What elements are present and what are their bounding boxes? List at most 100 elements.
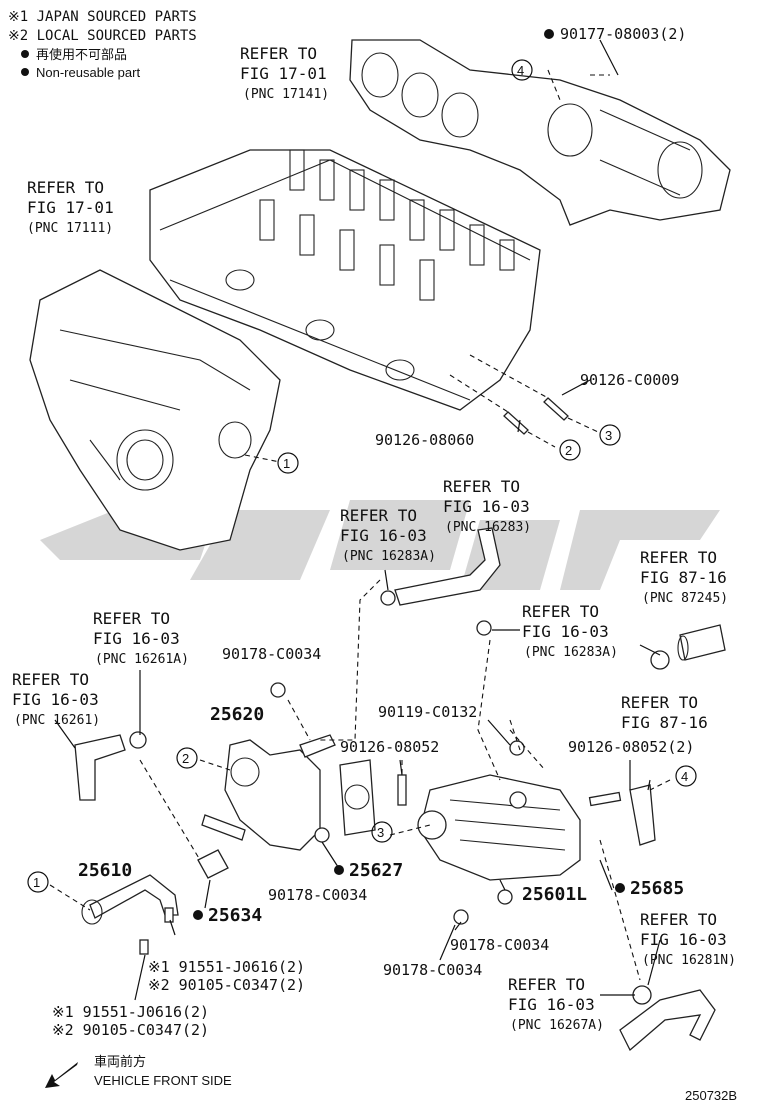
legend-japan: ※1 JAPAN SOURCED PARTS — [8, 9, 197, 25]
callout-circle — [675, 765, 697, 787]
refer-fig-16-03-d[interactable]: REFER TO FIG 16-03 (PNC 16261A) — [93, 609, 189, 667]
stud-drawings — [449, 354, 599, 448]
part-91551-J0616-b[interactable]: ※1 91551-J0616(2) — [52, 1003, 209, 1021]
leader-lines — [49, 39, 671, 1001]
legend-nonreuse-jp: 再使用不可部品 — [36, 47, 127, 62]
svg-text:FIG 87-16: FIG 87-16 — [621, 713, 708, 732]
refer-fig-87-16-a[interactable]: REFER TO FIG 87-16 (PNC 87245) — [640, 548, 728, 606]
nonreuse-dot-icon — [615, 883, 625, 893]
svg-text:(PNC 87245): (PNC 87245) — [642, 591, 728, 606]
svg-text:(PNC 16261A): (PNC 16261A) — [95, 652, 189, 667]
svg-text:FIG 16-03: FIG 16-03 — [12, 690, 99, 709]
refer-fig-87-16-b[interactable]: REFER TO FIG 87-16 — [621, 693, 708, 732]
svg-text:(PNC 17141): (PNC 17141) — [243, 87, 329, 102]
refer-fig-16-03-f[interactable]: REFER TO FIG 16-03 (PNC 16281N) — [640, 910, 736, 968]
refer-fig-17-01-a[interactable]: REFER TO FIG 17-01 (PNC 17141) — [240, 44, 329, 102]
svg-text:REFER TO: REFER TO — [27, 178, 104, 197]
callout-circle — [511, 59, 533, 81]
svg-text:(PNC 16283A): (PNC 16283A) — [524, 645, 618, 660]
svg-text:(PNC 16261): (PNC 16261) — [14, 713, 100, 728]
refer-fig-16-03-a[interactable]: REFER TO FIG 16-03 (PNC 16283) — [443, 477, 531, 535]
nonreuse-dot-icon — [334, 865, 344, 875]
callout-4-top: 4 — [517, 63, 524, 78]
callout-1-top: 1 — [283, 456, 290, 471]
callout-circle — [176, 747, 198, 769]
intake-manifold-drawing — [29, 269, 281, 551]
part-90177-08003[interactable]: 90177-08003(2) — [560, 25, 686, 43]
svg-text:REFER TO: REFER TO — [621, 693, 698, 712]
svg-text:REFER TO: REFER TO — [340, 506, 417, 525]
gasket-small-drawing — [197, 849, 229, 879]
studs-cooler — [397, 760, 407, 806]
part-25634[interactable]: 25634 — [208, 905, 262, 926]
svg-text:(PNC 16281N): (PNC 16281N) — [642, 953, 736, 968]
svg-text:REFER TO: REFER TO — [508, 975, 585, 994]
part-91551-J0616-a[interactable]: ※1 91551-J0616(2) — [148, 958, 305, 976]
part-90126-08052-2[interactable]: 90126-08052(2) — [568, 738, 694, 756]
callout-circle — [559, 439, 581, 461]
part-90178-C0034-a[interactable]: 90178-C0034 — [222, 645, 321, 663]
part-90178-C0034-d[interactable]: 90178-C0034 — [383, 961, 482, 979]
part-25685[interactable]: 25685 — [630, 878, 684, 899]
callout-2-bottom: 2 — [182, 751, 189, 766]
part-25610[interactable]: 25610 — [78, 860, 132, 881]
callout-circle — [27, 871, 49, 893]
svg-text:REFER TO: REFER TO — [640, 910, 717, 929]
part-90105-C0347-a[interactable]: ※2 90105-C0347(2) — [148, 976, 305, 994]
gasket-25685-drawing — [588, 784, 656, 846]
nonreuse-dot-icon — [193, 910, 203, 920]
refer-blocks: REFER TO FIG 17-01 (PNC 17141) REFER TO … — [12, 44, 736, 1033]
legend-nonreuse-en: Non-reusable part — [36, 65, 140, 80]
svg-text:REFER TO: REFER TO — [93, 609, 170, 628]
part-25627[interactable]: 25627 — [349, 860, 403, 881]
refer-fig-16-03-b[interactable]: REFER TO FIG 16-03 (PNC 16283A) — [340, 506, 436, 564]
nonreuse-dot-icon — [21, 68, 29, 76]
legend: ※1 JAPAN SOURCED PARTS ※2 LOCAL SOURCED … — [8, 9, 197, 80]
exhaust-manifold-drawing — [349, 39, 731, 226]
svg-text:FIG 16-03: FIG 16-03 — [443, 497, 530, 516]
callout-circle — [371, 821, 393, 843]
part-25601L[interactable]: 25601L — [522, 884, 587, 905]
part-numbers: 90177-08003(2) 90126-C0009 90126-08060 9… — [52, 25, 694, 1039]
svg-text:REFER TO: REFER TO — [640, 548, 717, 567]
svg-text:REFER TO: REFER TO — [240, 44, 317, 63]
egr-cooler-drawing — [417, 740, 581, 925]
part-25620[interactable]: 25620 — [210, 704, 264, 725]
nonreuse-dot-icon — [544, 29, 554, 39]
svg-text:REFER TO: REFER TO — [12, 670, 89, 689]
hose-drawings — [74, 527, 726, 1052]
svg-text:FIG 16-03: FIG 16-03 — [522, 622, 609, 641]
callout-1-bottom: 1 — [33, 875, 40, 890]
part-90178-C0034-c[interactable]: 90178-C0034 — [450, 936, 549, 954]
front-label-jp: 車両前方 — [94, 1054, 146, 1069]
refer-fig-16-03-g[interactable]: REFER TO FIG 16-03 (PNC 16267A) — [508, 975, 604, 1033]
callout-4-bottom: 4 — [681, 769, 688, 784]
svg-text:REFER TO: REFER TO — [522, 602, 599, 621]
svg-text:(PNC 16283): (PNC 16283) — [445, 520, 531, 535]
svg-text:(PNC 17111): (PNC 17111) — [27, 221, 113, 236]
part-90178-C0034-b[interactable]: 90178-C0034 — [268, 886, 367, 904]
egr-pipe-drawing — [81, 874, 179, 955]
legend-local: ※2 LOCAL SOURCED PARTS — [8, 28, 197, 44]
part-90105-C0347-b[interactable]: ※2 90105-C0347(2) — [52, 1021, 209, 1039]
callout-circle — [277, 452, 299, 474]
part-90119-C0132[interactable]: 90119-C0132 — [378, 703, 477, 721]
figure-code: 250732B — [685, 1088, 737, 1103]
gasket-drawing — [314, 759, 376, 843]
front-label-en: VEHICLE FRONT SIDE — [94, 1073, 232, 1088]
part-90126-08060[interactable]: 90126-08060 — [375, 431, 474, 449]
svg-text:FIG 16-03: FIG 16-03 — [93, 629, 180, 648]
refer-fig-16-03-e[interactable]: REFER TO FIG 16-03 (PNC 16261) — [12, 670, 100, 728]
svg-text:(PNC 16267A): (PNC 16267A) — [510, 1018, 604, 1033]
svg-text:FIG 17-01: FIG 17-01 — [27, 198, 114, 217]
part-90126-08052[interactable]: 90126-08052 — [340, 738, 439, 756]
refer-fig-17-01-b[interactable]: REFER TO FIG 17-01 (PNC 17111) — [27, 178, 114, 236]
svg-text:(PNC 16283A): (PNC 16283A) — [342, 549, 436, 564]
front-arrow-icon — [45, 1062, 78, 1088]
refer-fig-16-03-c[interactable]: REFER TO FIG 16-03 (PNC 16283A) — [522, 602, 618, 660]
callout-circle — [599, 424, 621, 446]
vehicle-front-indicator: 車両前方 VEHICLE FRONT SIDE — [45, 1054, 232, 1088]
part-90126-C0009[interactable]: 90126-C0009 — [580, 371, 679, 389]
